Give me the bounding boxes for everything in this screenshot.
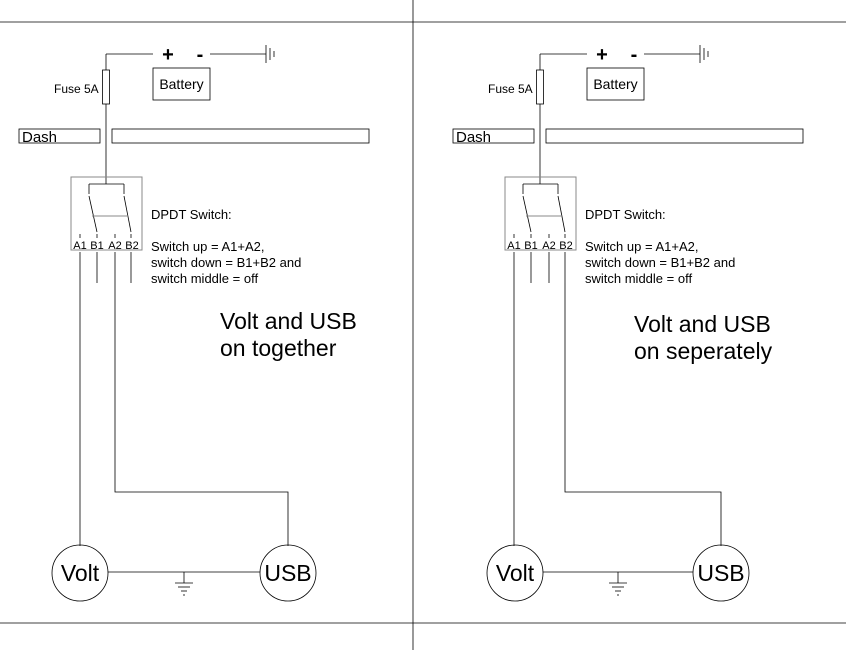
wire-a2-usb (114, 252, 289, 546)
dash-box-left (18, 128, 101, 144)
ground-icon (609, 572, 627, 596)
switch-desc-2: switch down = B1+B2 and (585, 255, 735, 270)
usb-socket (692, 544, 750, 602)
ground-icon (265, 45, 275, 63)
dash-box-left (452, 128, 535, 144)
caption-line-2: on together (220, 335, 337, 361)
volt-label: Volt (496, 560, 535, 586)
switch-desc-3: switch middle = off (585, 271, 692, 286)
pin-a2: A2 (542, 240, 555, 252)
pin-a1: A1 (507, 240, 520, 252)
battery-box (586, 67, 645, 101)
caption-line-1: Volt and USB (634, 311, 771, 337)
switch-title: DPDT Switch: (585, 207, 666, 222)
volt-label: Volt (61, 560, 100, 586)
usb-label: USB (697, 560, 744, 586)
battery-label: Battery (593, 76, 637, 92)
switch-desc-3: switch middle = off (151, 271, 258, 286)
battery-label: Battery (159, 76, 203, 92)
pin-b2: B2 (559, 240, 572, 252)
dash-box-right (111, 128, 370, 144)
ground-icon (175, 572, 193, 596)
ground-icon (699, 45, 709, 63)
fuse-label: Fuse 5A (488, 82, 533, 96)
usb-label: USB (264, 560, 311, 586)
volt-meter (51, 544, 109, 602)
pin-b1: B1 (524, 240, 537, 252)
battery-box (152, 67, 211, 101)
battery-plus: + (162, 44, 174, 66)
pin-b2: B2 (125, 240, 138, 252)
volt-meter (486, 544, 544, 602)
battery-minus: - (631, 44, 638, 66)
usb-socket (259, 544, 317, 602)
fuse-label: Fuse 5A (54, 82, 99, 96)
pin-a1: A1 (73, 240, 86, 252)
fuse-symbol (102, 69, 110, 105)
dash-box-right (545, 128, 804, 144)
caption-line-2: on seperately (634, 338, 773, 364)
caption-line-1: Volt and USB (220, 308, 357, 334)
switch-title: DPDT Switch: (151, 207, 232, 222)
pin-a2: A2 (108, 240, 121, 252)
panel-right: Battery + - Fuse 5A Dash (452, 44, 804, 602)
dash-label: Dash (22, 129, 57, 146)
battery-minus: - (197, 44, 204, 66)
battery-plus: + (596, 44, 608, 66)
dpdt-switch (70, 176, 143, 251)
switch-desc-1: Switch up = A1+A2, (151, 239, 264, 254)
dash-label: Dash (456, 129, 491, 146)
pin-b1: B1 (90, 240, 103, 252)
switch-desc-2: switch down = B1+B2 and (151, 255, 301, 270)
switch-desc-1: Switch up = A1+A2, (585, 239, 698, 254)
fuse-symbol (536, 69, 544, 105)
panel-left: Battery + - Fuse 5A Dash (18, 44, 370, 602)
dpdt-switch (504, 176, 577, 251)
wire-b2-usb (564, 283, 722, 546)
